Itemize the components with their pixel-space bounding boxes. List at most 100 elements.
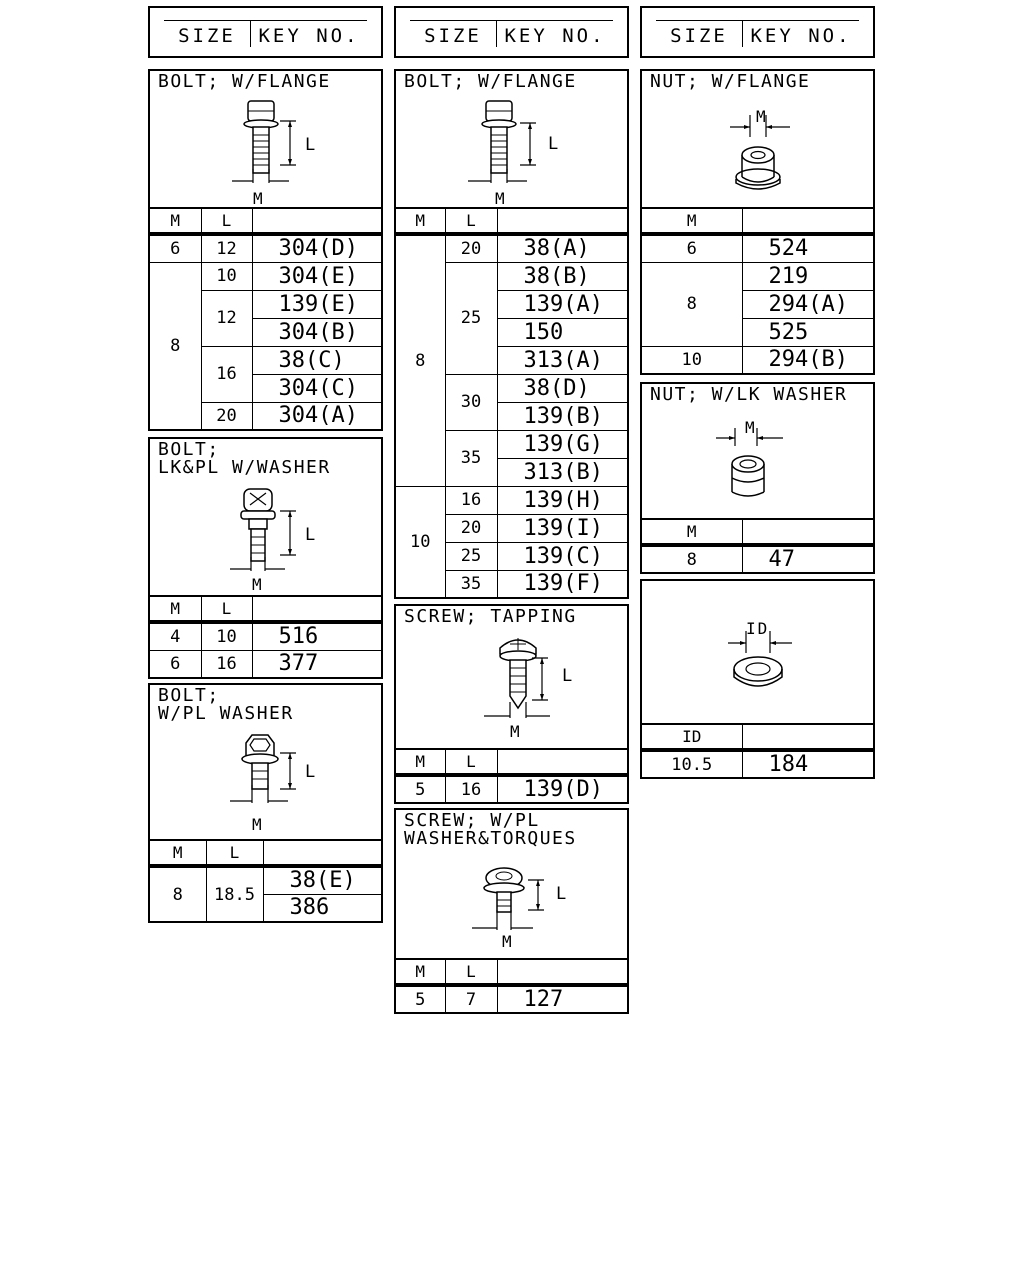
cell-l: 16: [444, 774, 498, 804]
cell-m: 6: [640, 233, 743, 263]
cell-key: 139(A): [496, 289, 629, 319]
cell-key: 139(E): [251, 289, 383, 319]
nut-flange-panel: NUT; W/FLANGE M: [640, 69, 875, 209]
panel-title: NUT; W/FLANGE: [650, 71, 811, 92]
col-m: M: [394, 207, 446, 236]
dim-m: M: [502, 932, 512, 951]
cell-l: 20: [444, 233, 498, 263]
cell-key: 139(B): [496, 401, 629, 431]
dim-id: ID: [746, 619, 770, 638]
tapping-screw-icon: [484, 638, 550, 718]
cell-key: 524: [741, 233, 875, 263]
cell-l: 30: [444, 373, 498, 431]
dim-m: M: [252, 815, 262, 834]
cell-key: 304(E): [251, 261, 383, 291]
col-m: M: [394, 748, 446, 777]
header-col-3: SIZE KEY NO.: [640, 6, 875, 58]
cell-key: 47: [741, 544, 875, 574]
flange-bolt-icon: [468, 100, 536, 183]
cell-key: 304(A): [251, 401, 383, 431]
cell-key: 386: [262, 893, 383, 923]
panel-title: BOLT; LK&PL W/WASHER: [158, 439, 331, 478]
cell-l: 20: [444, 513, 498, 543]
dim-length: L: [305, 762, 316, 782]
cell-m: 5: [394, 984, 446, 1014]
cell-key: 139(F): [496, 569, 629, 599]
col-l: L: [205, 839, 264, 868]
cell-key: 139(D): [496, 774, 629, 804]
panel-title: SCREW; W/PL WASHER&TORQUES: [404, 810, 577, 849]
cell-key: 38(D): [496, 373, 629, 403]
col-m: M: [640, 518, 743, 547]
dim-length: L: [562, 666, 573, 686]
cell-m: 8: [394, 233, 446, 487]
cell-l: 16: [200, 649, 253, 679]
lock-nut-icon: [716, 428, 783, 497]
panel-title: BOLT; W/PL WASHER: [158, 685, 294, 724]
cell-l: 7: [444, 984, 498, 1014]
screw-tapping-panel: SCREW; TAPPING L M: [394, 604, 629, 750]
cell-l: 35: [444, 569, 498, 599]
cell-l: 35: [444, 429, 498, 487]
col-m: M: [640, 207, 743, 236]
header-col-1: SIZE KEY NO.: [148, 6, 383, 58]
cell-key: 313(A): [496, 345, 629, 375]
panel-title: SCREW; TAPPING: [404, 606, 577, 627]
cell-key: 294(B): [741, 345, 875, 375]
cell-l: 12: [200, 233, 253, 263]
washer-icon: [728, 631, 792, 687]
dim-m: M: [495, 189, 505, 208]
dim-m: M: [756, 107, 766, 126]
flange-bolt-icon: [232, 100, 296, 183]
cell-key: 139(G): [496, 429, 629, 459]
bolt-flange-panel-1: BOLT; W/FLANGE L M: [148, 69, 383, 209]
dim-length: L: [305, 135, 316, 155]
cell-m: 6: [148, 649, 202, 679]
key-no-header: KEY NO.: [750, 25, 852, 47]
cell-m: 8: [148, 865, 207, 923]
col-m: M: [148, 595, 202, 624]
cell-key: 139(I): [496, 513, 629, 543]
bolt-flange-panel-2: BOLT; W/FLANGE L M: [394, 69, 629, 209]
col-l: L: [200, 595, 253, 624]
cell-l: 20: [200, 401, 253, 431]
cell-l: 12: [200, 289, 253, 347]
dim-length: L: [548, 134, 559, 154]
bolt-lkpl-panel: BOLT; LK&PL W/WASHER L M: [148, 437, 383, 597]
cell-m: 8: [640, 261, 743, 347]
panel-title: NUT; W/LK WASHER: [650, 384, 848, 405]
cell-l: 16: [444, 485, 498, 515]
cell-key: 377: [251, 649, 383, 679]
size-header: SIZE: [410, 21, 497, 47]
cell-key: 150: [496, 317, 629, 347]
cell-l: 10: [200, 621, 253, 651]
cell-key: 294(A): [741, 289, 875, 319]
dim-m: M: [510, 722, 520, 741]
header-col-2: SIZE KEY NO.: [394, 6, 629, 58]
cell-id: 10.5: [640, 749, 743, 779]
cell-key: 38(A): [496, 233, 629, 263]
dim-length: L: [556, 884, 567, 904]
cell-m: 8: [640, 544, 743, 574]
cell-l: 18.5: [205, 865, 264, 923]
cell-m: 4: [148, 621, 202, 651]
cell-m: 10: [640, 345, 743, 375]
dim-m: M: [253, 189, 263, 208]
torx-screw-icon: [472, 867, 544, 930]
cell-m: 6: [148, 233, 202, 263]
cell-key: 184: [741, 749, 875, 779]
cell-key: 38(C): [251, 345, 383, 375]
size-header: SIZE: [656, 21, 743, 47]
cell-l: 25: [444, 261, 498, 375]
cell-key: 127: [496, 984, 629, 1014]
cell-key: 304(C): [251, 373, 383, 403]
cell-key: 516: [251, 621, 383, 651]
size-header: SIZE: [164, 21, 251, 47]
